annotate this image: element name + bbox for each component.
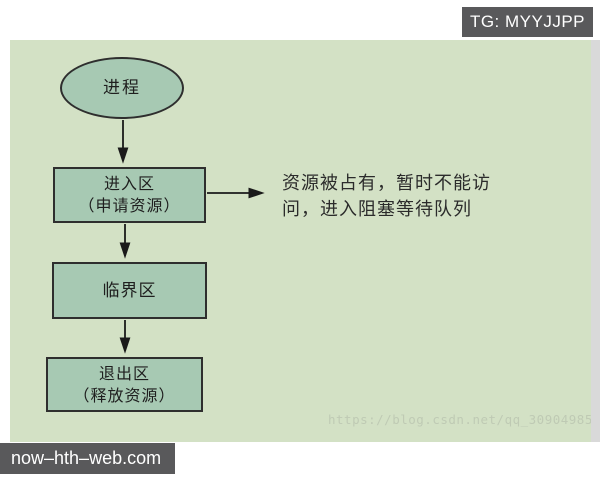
right-edge-strip xyxy=(591,40,600,442)
csdn-url-watermark: https://blog.csdn.net/qq_30904985 xyxy=(328,412,593,427)
node-process-label: 进程 xyxy=(103,78,141,98)
watermark-badge-bottom-left: now–hth–web.com xyxy=(0,443,175,474)
node-critical-label: 临界区 xyxy=(102,280,157,301)
node-exit: 退出区 （释放资源） xyxy=(46,357,203,412)
watermark-badge-top-right: TG: MYYJJPP xyxy=(462,7,593,37)
annotation-text: 资源被占有，暂时不能访 问，进入阻塞等待队列 xyxy=(282,171,491,223)
annotation-line1: 资源被占有，暂时不能访 xyxy=(282,173,491,194)
node-exit-label-line2: （释放资源） xyxy=(73,385,176,405)
flow-arrows xyxy=(117,120,265,354)
node-critical: 临界区 xyxy=(52,262,207,319)
annotation-line2: 问，进入阻塞等待队列 xyxy=(282,199,472,220)
node-entry-label-line1: 进入区 xyxy=(103,174,155,193)
flowchart-canvas: 进程 进入区 （申请资源） 临界区 退出区 （释放资源） 资源被占有，暂时不能访… xyxy=(10,40,593,442)
node-process: 进程 xyxy=(60,57,184,119)
node-entry: 进入区 （申请资源） xyxy=(53,167,206,223)
node-exit-label-line1: 退出区 xyxy=(98,363,150,383)
node-entry-label-line2: （申请资源） xyxy=(78,196,181,215)
